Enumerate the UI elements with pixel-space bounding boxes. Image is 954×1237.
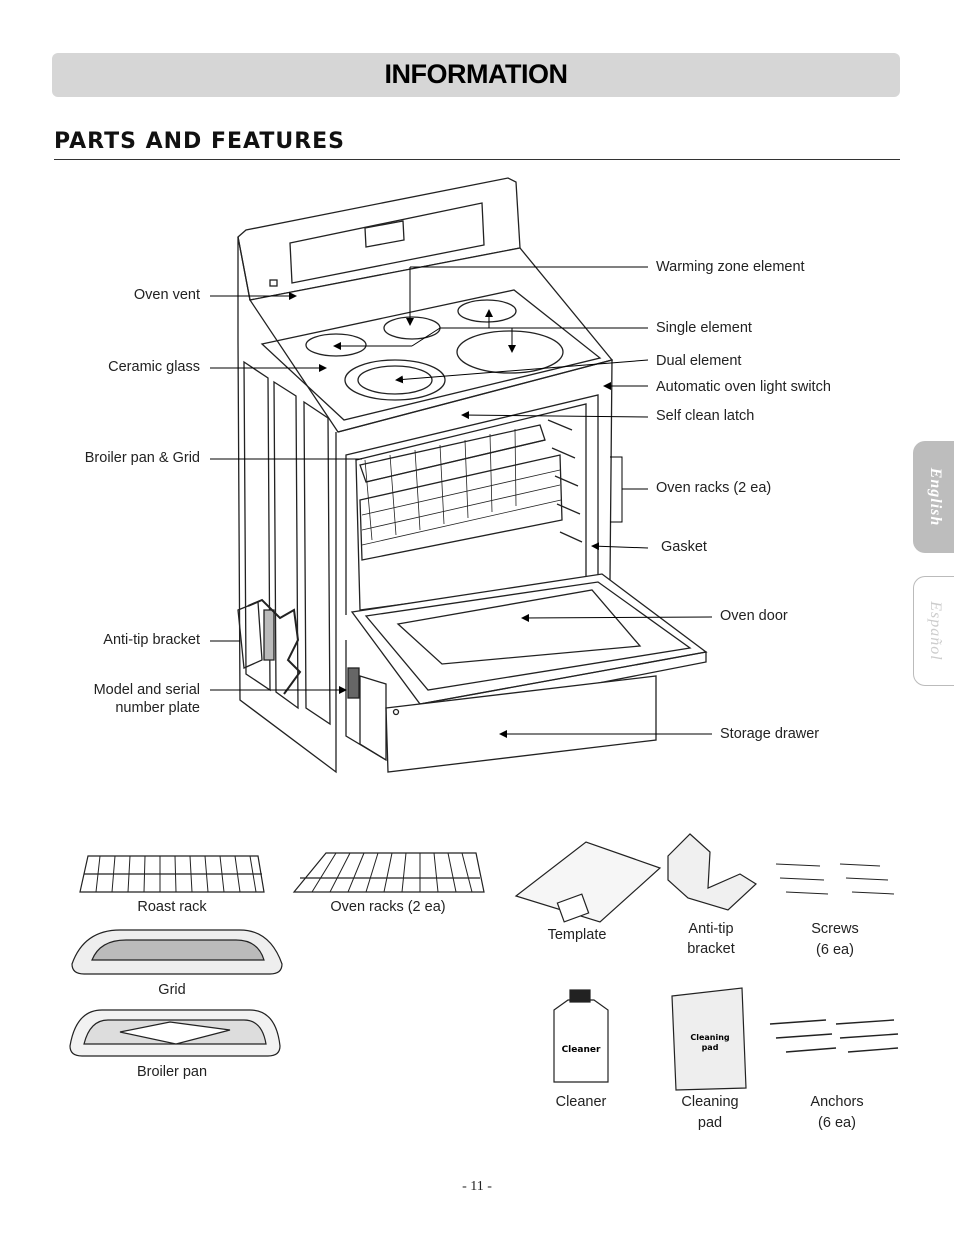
caption-cleaning-pad-line2: pad: [697, 1115, 723, 1131]
page-title: PARTS AND FEATURES: [54, 129, 346, 154]
tab-espanol[interactable]: Español: [913, 576, 954, 686]
caption-cleaning-pad-line1: Cleaning: [681, 1094, 739, 1110]
label-model-serial-line1: Model and serial: [93, 682, 200, 698]
cleaner-bottle-label: Cleaner: [562, 1045, 601, 1055]
tab-espanol-label: Español: [926, 601, 944, 661]
page-number: - 11 -: [462, 1179, 492, 1194]
label-oven-racks: Oven racks (2 ea): [656, 480, 772, 496]
section-banner: INFORMATION: [52, 53, 900, 97]
tab-english-label: English: [926, 467, 944, 527]
label-storage-drawer: Storage drawer: [720, 726, 820, 742]
caption-oven-racks: Oven racks (2 ea): [330, 899, 446, 915]
caption-roast-rack: Roast rack: [137, 899, 207, 915]
caption-anchors-line1: Anchors: [810, 1094, 864, 1110]
label-oven-door: Oven door: [720, 608, 788, 624]
tab-english[interactable]: English: [913, 441, 954, 553]
caption-screws-line1: Screws: [811, 921, 859, 937]
caption-template: Template: [547, 927, 607, 943]
label-model-serial-line2: number plate: [115, 700, 200, 716]
caption-anti-tip-line1: Anti-tip: [688, 921, 734, 937]
label-gasket: Gasket: [661, 539, 707, 555]
caption-anchors-line2: (6 ea): [818, 1115, 856, 1131]
label-light-switch: Automatic oven light switch: [656, 379, 831, 395]
label-single-element: Single element: [656, 320, 752, 336]
pad-label-1: Cleaning: [690, 1033, 730, 1042]
caption-screws-line2: (6 ea): [816, 942, 854, 958]
label-oven-vent: Oven vent: [133, 287, 200, 303]
label-ceramic-glass: Ceramic glass: [108, 359, 200, 375]
caption-grid: Grid: [158, 982, 186, 998]
caption-anti-tip-line2: bracket: [687, 941, 735, 957]
label-dual-element: Dual element: [656, 353, 742, 369]
caption-broiler-pan: Broiler pan: [136, 1064, 208, 1080]
label-anti-tip-bracket: Anti-tip bracket: [103, 632, 200, 648]
label-self-clean-latch: Self clean latch: [656, 408, 755, 424]
label-broiler-pan-grid: Broiler pan & Grid: [84, 450, 200, 466]
title-rule: [54, 159, 900, 160]
label-warming-zone: Warming zone element: [656, 259, 805, 275]
banner-title: INFORMATION: [384, 59, 568, 89]
caption-cleaner: Cleaner: [555, 1094, 607, 1110]
pad-label-2: pad: [702, 1043, 719, 1052]
